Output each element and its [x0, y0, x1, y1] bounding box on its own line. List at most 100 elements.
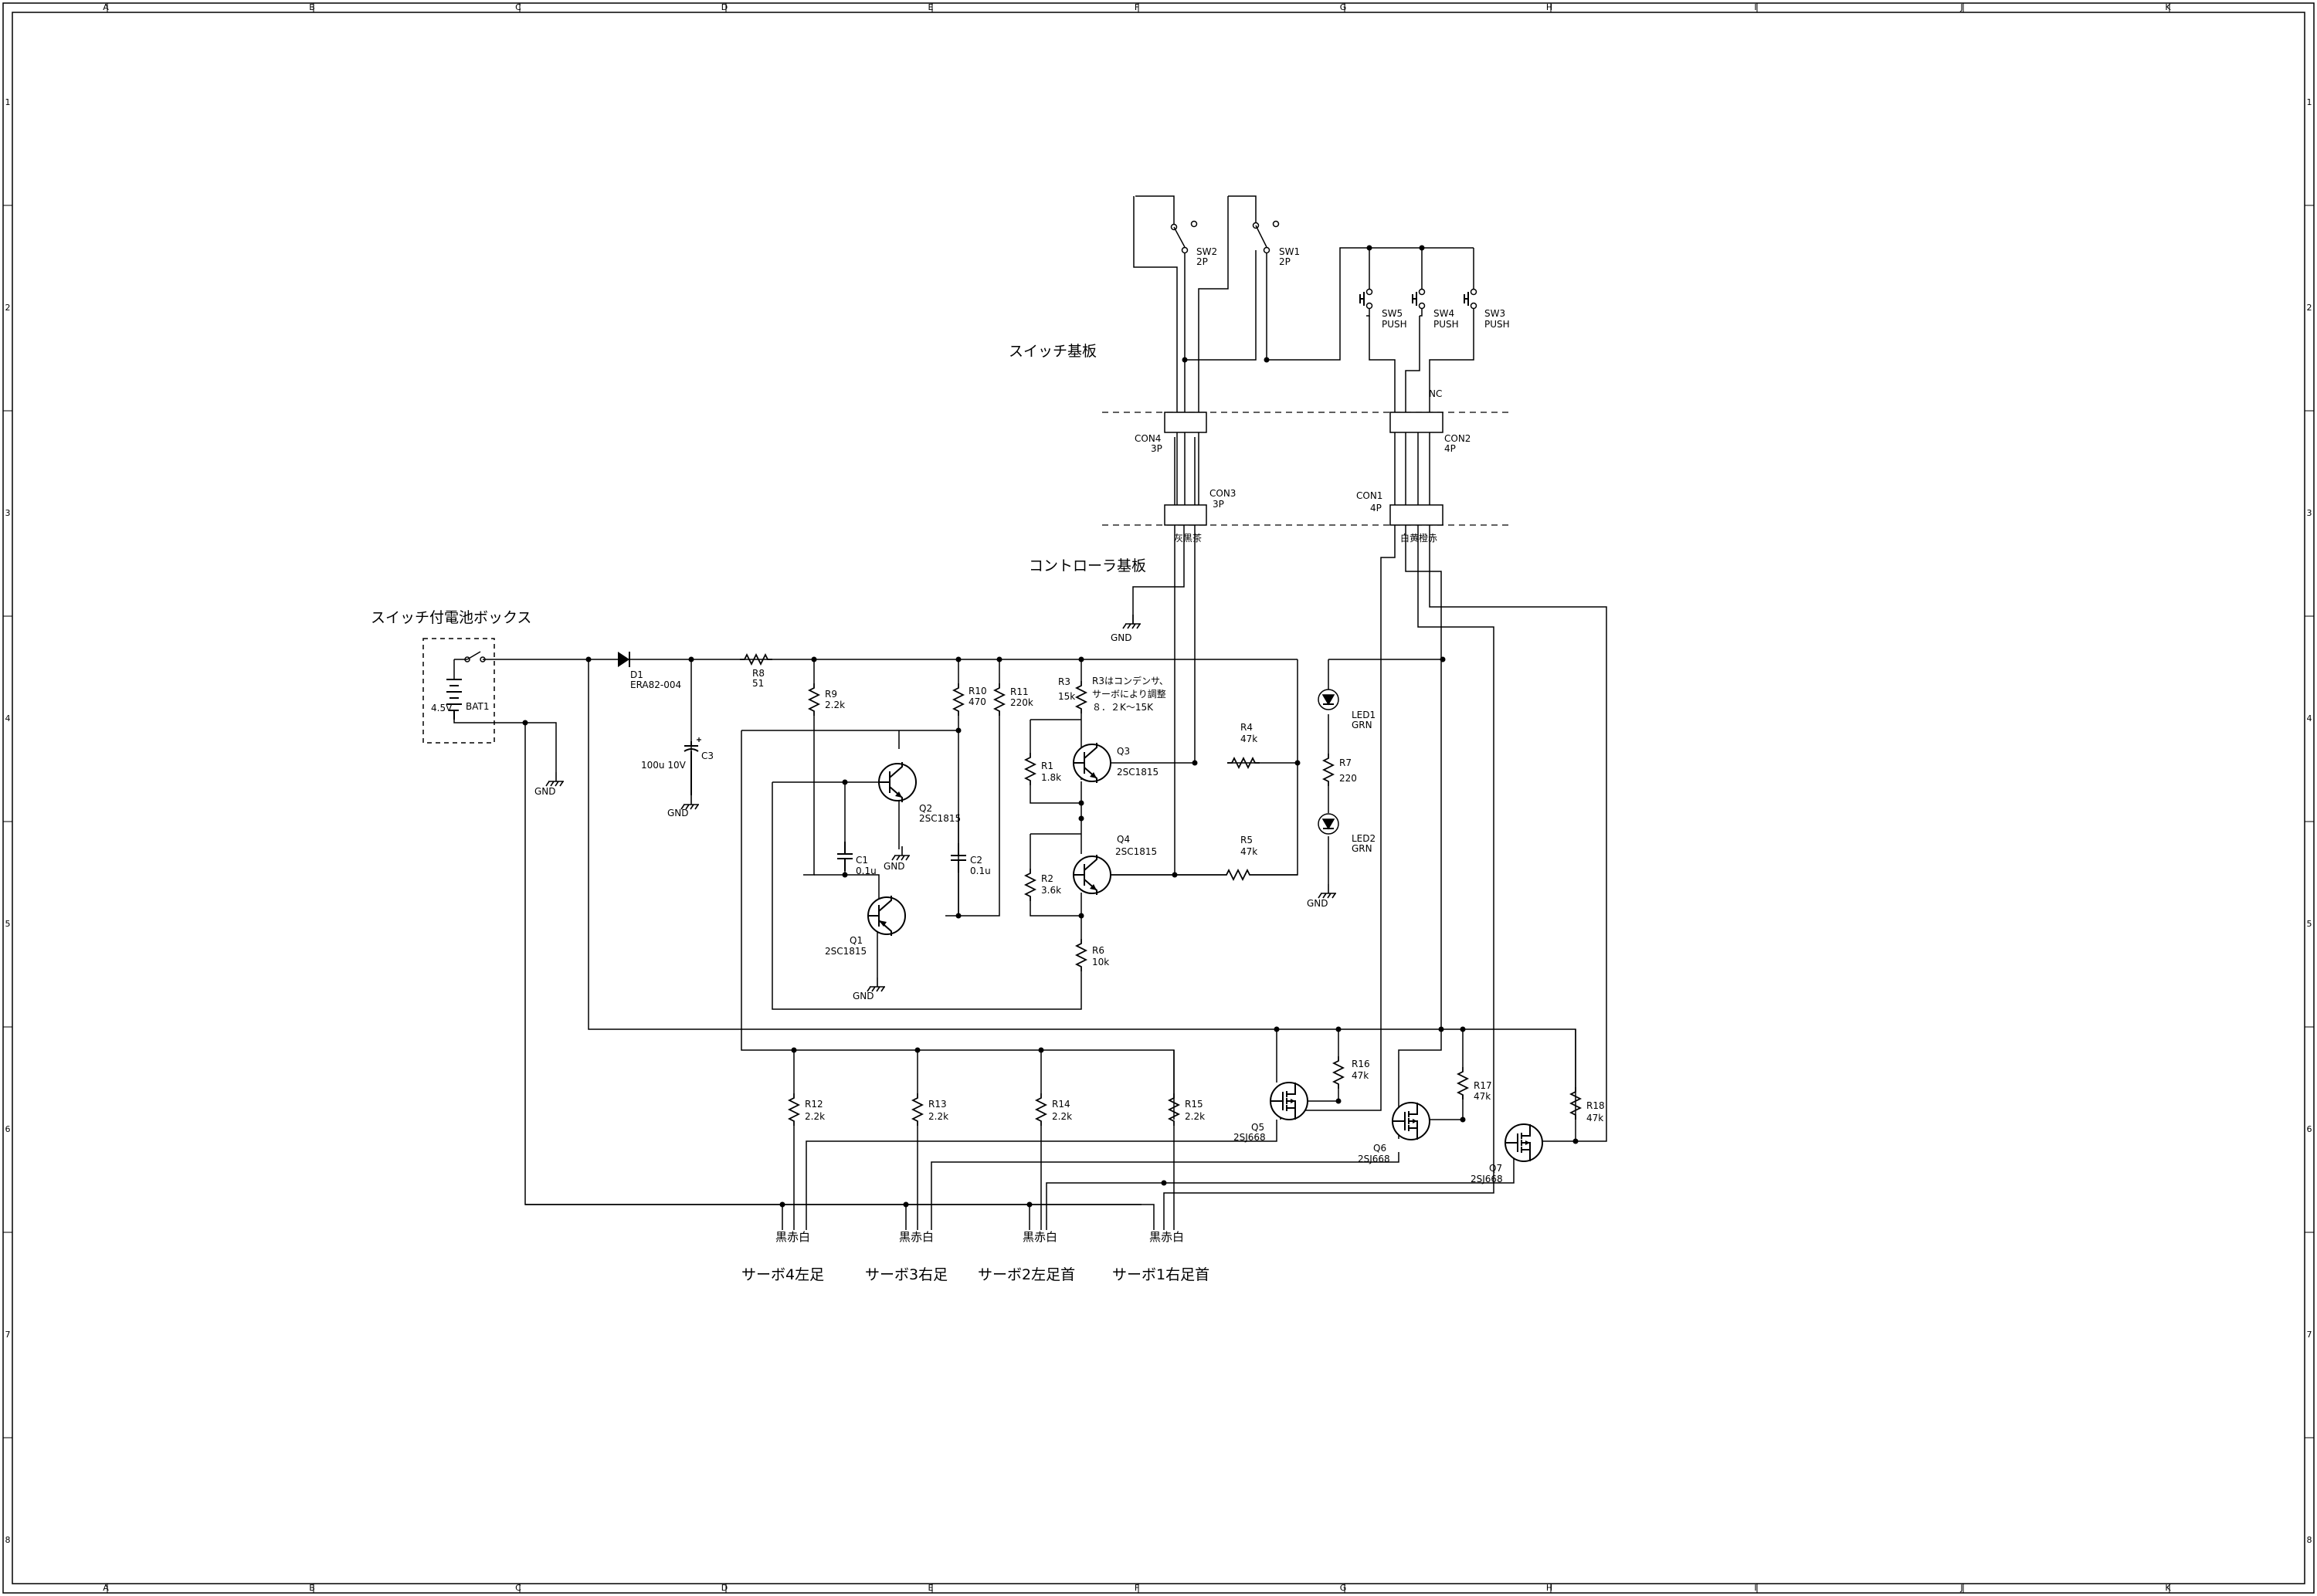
junction-dots: [522, 245, 1579, 1208]
q7-ref: Q7: [1489, 1163, 1502, 1174]
sw4-symbol: [1412, 288, 1426, 310]
r4-value: 47k: [1240, 734, 1257, 744]
r3-note-line3: ８．２K～15K: [1092, 702, 1154, 713]
led2-ref: LED2: [1352, 833, 1376, 844]
sw5-symbol: [1359, 288, 1373, 310]
switch-board-title: スイッチ基板: [1009, 343, 1097, 360]
led2-value: GRN: [1352, 843, 1372, 854]
controller-board-title: コントローラ基板: [1029, 557, 1146, 574]
r4-ref: R4: [1240, 722, 1253, 733]
con2-value: 4P: [1444, 443, 1456, 454]
r12-value: 2.2k: [805, 1111, 825, 1122]
d1-value: ERA82-004: [630, 679, 681, 690]
sw3-value: PUSH: [1484, 319, 1510, 330]
q5-symbol: [1270, 1082, 1308, 1120]
r14-ref: R14: [1052, 1099, 1070, 1110]
q1-value: 2SC1815: [825, 946, 867, 957]
servo3-wire-colors: 黒赤白: [899, 1230, 934, 1244]
col-label-bottom: G: [1340, 1583, 1347, 1593]
q4-value: 2SC1815: [1115, 846, 1157, 857]
q3-symbol: [1073, 742, 1111, 784]
r10-ref: R10: [969, 686, 987, 696]
r3-note-line1: R3はコンデンサ、: [1092, 675, 1169, 686]
servo4-label: サーボ4左足: [741, 1266, 824, 1283]
r3-ref: R3: [1058, 676, 1070, 687]
con1-value: 4P: [1370, 503, 1382, 513]
col-label-bottom: H: [1546, 1583, 1552, 1593]
con4-ref: CON4: [1135, 433, 1161, 444]
d1-ref: D1: [630, 669, 643, 680]
col-label-bottom: D: [721, 1583, 728, 1593]
con2-ref: CON2: [1444, 433, 1471, 444]
connector-pin-links: [1176, 432, 1430, 505]
servo2-wire-colors: 黒赤白: [1023, 1230, 1057, 1244]
q2-symbol: [878, 761, 917, 803]
bat1-value: 4.5V: [431, 703, 453, 713]
c3-ref: C3: [701, 751, 714, 761]
row-label-left: 8: [5, 1535, 11, 1545]
diode-symbol: [618, 652, 630, 667]
r6-ref: R6: [1092, 945, 1104, 956]
gnd-label: GND: [667, 808, 689, 818]
r18-value: 47k: [1586, 1113, 1603, 1123]
sw5-value: PUSH: [1382, 319, 1407, 330]
q7-symbol: [1505, 1123, 1543, 1162]
gnd-label: GND: [1111, 632, 1132, 643]
q5-ref: Q5: [1251, 1122, 1264, 1133]
r6-value: 10k: [1092, 957, 1109, 967]
q4-symbol: [1073, 854, 1111, 896]
sw2-ref: SW2: [1196, 246, 1217, 257]
gnd-label: GND: [853, 991, 874, 1001]
servo1-label: サーボ1右足首: [1112, 1266, 1209, 1283]
row-label-left: 1: [5, 97, 11, 107]
led1-symbol: [1318, 689, 1339, 710]
col-label-top: H: [1546, 2, 1552, 12]
col-label-top: K: [2165, 2, 2171, 12]
row-label-right: 2: [2307, 303, 2312, 313]
row-label-right: 6: [2307, 1124, 2312, 1134]
battery-box-title: スイッチ付電池ボックス: [371, 609, 531, 626]
r15-ref: R15: [1185, 1099, 1203, 1110]
row-label-left: 4: [5, 713, 11, 723]
gnd-label: GND: [1307, 898, 1328, 909]
symbols: [446, 220, 1581, 1230]
r8-ref: R8: [752, 668, 765, 679]
con3-wire-colors: 灰黒茶: [1174, 532, 1202, 544]
sw2-value: 2P: [1196, 256, 1208, 267]
col-label-bottom: I: [1754, 1583, 1756, 1593]
c1-value: 0.1u: [856, 866, 877, 876]
r3-note-line2: サーボにより調整: [1092, 688, 1166, 700]
row-label-right: 7: [2307, 1330, 2312, 1340]
row-label-right: 8: [2307, 1535, 2312, 1545]
q6-ref: Q6: [1373, 1143, 1386, 1154]
row-label-left: 2: [5, 303, 11, 313]
battery-symbol: [446, 679, 462, 720]
led1-value: GRN: [1352, 720, 1372, 730]
col-label-bottom: A: [103, 1583, 109, 1593]
con3-value: 3P: [1213, 499, 1224, 510]
sw5-ref: SW5: [1382, 308, 1403, 319]
col-label-bottom: B: [309, 1583, 315, 1593]
q5-value: 2SJ668: [1233, 1132, 1266, 1143]
servo-plug-pins: [782, 1224, 1175, 1230]
col-label-top: F: [1135, 2, 1139, 12]
q2-ref: Q2: [919, 803, 932, 814]
q1-ref: Q1: [850, 935, 863, 946]
c1-ref: C1: [856, 855, 868, 866]
sw3-symbol: [1464, 288, 1477, 310]
sw1-ref: SW1: [1279, 246, 1300, 257]
sw3-ref: SW3: [1484, 308, 1505, 319]
sw4-ref: SW4: [1433, 308, 1454, 319]
r5-ref: R5: [1240, 835, 1253, 845]
led1-ref: LED1: [1352, 710, 1376, 720]
board-divider-lines: [1102, 412, 1510, 526]
row-label-left: 6: [5, 1124, 11, 1134]
servo2-label: サーボ2左足首: [978, 1266, 1075, 1283]
r15-value: 2.2k: [1185, 1111, 1205, 1122]
c2-value: 0.1u: [970, 866, 991, 876]
r1-ref: R1: [1041, 761, 1053, 771]
row-label-right: 5: [2307, 919, 2312, 929]
